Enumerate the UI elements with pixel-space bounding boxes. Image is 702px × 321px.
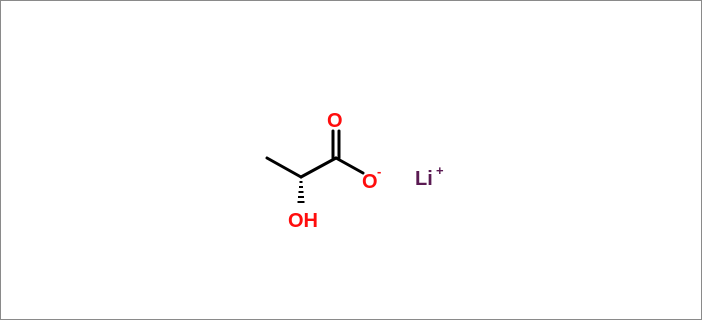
- carboxylate-oxygen-label: O: [362, 171, 378, 193]
- bond-methyl-chiral: [265, 156, 303, 179]
- carbonyl-oxygen-label: O: [327, 110, 343, 132]
- bond-carboxylate: [334, 156, 365, 175]
- lithium-charge-label: +: [436, 163, 444, 178]
- hashed-wedge-bond: [297, 181, 305, 203]
- carboxylate-charge-label: -: [377, 164, 381, 179]
- hydroxyl-label: OH: [288, 210, 318, 232]
- lithium-label: Li: [415, 168, 433, 190]
- bond-chiral-carboxyl: [299, 156, 338, 179]
